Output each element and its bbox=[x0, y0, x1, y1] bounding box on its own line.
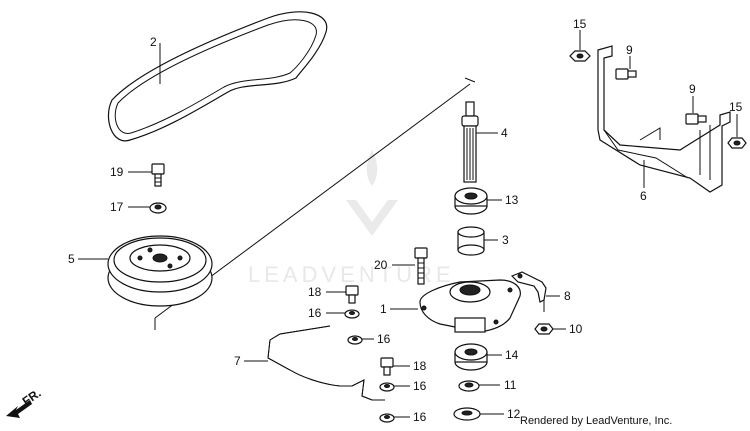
watermark-text: LEADVENTURE bbox=[248, 262, 455, 287]
label-bolt-20: 20 bbox=[374, 258, 388, 272]
label-nut-15a: 15 bbox=[573, 17, 587, 31]
label-washer-12: 12 bbox=[507, 407, 521, 421]
label-pulley: 5 bbox=[68, 252, 75, 266]
bolt-18a-part bbox=[345, 285, 359, 304]
bolt-20-part bbox=[414, 247, 428, 285]
washer-16b-part bbox=[347, 335, 363, 345]
label-bracket: 6 bbox=[640, 189, 647, 203]
washer-12-part bbox=[453, 407, 481, 421]
washer-16a-part bbox=[344, 309, 360, 319]
label-bolt-18b: 18 bbox=[413, 359, 427, 373]
label-nut-10: 10 bbox=[569, 322, 583, 336]
rod-part bbox=[267, 325, 385, 401]
pulley-part bbox=[107, 235, 213, 307]
watermark-logo: LEADVENTURE bbox=[248, 150, 455, 287]
bolt-9b-part bbox=[685, 113, 707, 125]
label-bolt-18a: 18 bbox=[308, 285, 322, 299]
label-washer-16c: 16 bbox=[413, 379, 427, 393]
wire-clip-part bbox=[510, 271, 547, 312]
label-bolt-19: 19 bbox=[110, 165, 124, 179]
label-washer-16a: 16 bbox=[308, 306, 322, 320]
label-shaft: 4 bbox=[501, 126, 508, 140]
washer-16c-part bbox=[379, 382, 395, 392]
bolt-19-part bbox=[151, 163, 165, 187]
washer-16d-part bbox=[379, 413, 395, 423]
credit-text: Rendered by LeadVenture, Inc. bbox=[520, 415, 673, 427]
nut-15a-part bbox=[569, 50, 591, 62]
spacer-11-part bbox=[458, 380, 480, 392]
label-spacer-11: 11 bbox=[504, 378, 517, 392]
label-collar: 3 bbox=[502, 233, 509, 247]
label-wire-clip: 8 bbox=[564, 289, 571, 303]
label-nut-15b: 15 bbox=[729, 100, 743, 114]
shaft-part bbox=[461, 101, 479, 183]
nut-10-part bbox=[534, 323, 554, 335]
label-washer-17: 17 bbox=[110, 200, 124, 214]
front-direction-arrow: FR. bbox=[6, 386, 44, 418]
bolt-9a-part bbox=[615, 68, 637, 80]
bolt-18b-part bbox=[380, 357, 394, 376]
bracket-part bbox=[597, 45, 731, 193]
housing-part bbox=[419, 279, 521, 333]
label-bolt-9b: 9 bbox=[689, 82, 696, 96]
label-washer-16b: 16 bbox=[377, 332, 391, 346]
label-bearing-14: 14 bbox=[505, 348, 519, 362]
label-housing: 1 bbox=[380, 302, 387, 316]
label-washer-16d: 16 bbox=[413, 410, 427, 424]
label-bolt-9a: 9 bbox=[626, 43, 633, 57]
label-belt: 2 bbox=[150, 35, 157, 49]
belt-part bbox=[107, 11, 328, 142]
bearing-14-part bbox=[454, 343, 488, 371]
bearing-13-part bbox=[454, 187, 488, 215]
nut-15b-part bbox=[727, 137, 747, 149]
washer-17-part bbox=[149, 202, 167, 214]
label-rod: 7 bbox=[234, 354, 241, 368]
label-bearing-13: 13 bbox=[505, 193, 519, 207]
collar-part bbox=[457, 226, 485, 256]
